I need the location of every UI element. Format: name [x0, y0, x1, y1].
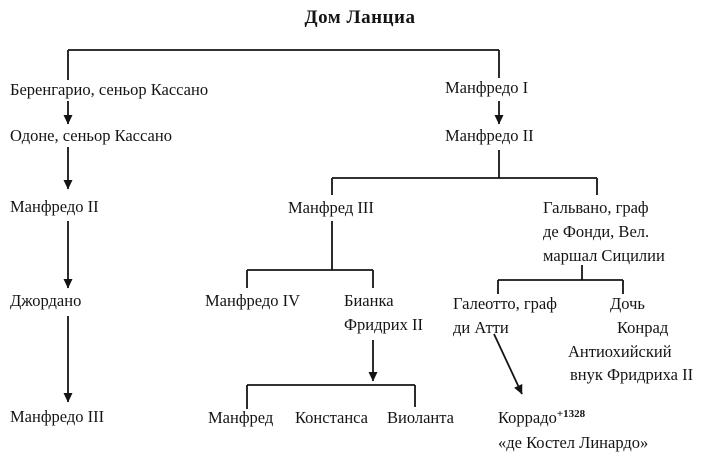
node-manfredo-iv: Манфредо IV [205, 291, 301, 310]
node-doch-line4: внук Фридриха II [570, 365, 694, 384]
node-galvano-line1: Гальвано, граф [543, 198, 649, 217]
node-galeotto-line2: ди Атти [453, 318, 509, 337]
node-galvano-line3: маршал Сицилии [543, 246, 665, 265]
node-doch-line1: Дочь [610, 294, 645, 313]
node-manfredo-iii-left: Манфредо III [10, 407, 105, 426]
node-giordano: Джордано [10, 291, 82, 310]
node-galvano-line2: де Фонди, Вел. [543, 222, 650, 241]
diagram-title: Дом Ланциа [304, 7, 416, 28]
node-bianca: Бианка [344, 291, 394, 310]
node-konstansa: Констанса [295, 408, 369, 427]
node-manfredo-ii-right: Манфредо II [445, 126, 534, 145]
node-galeotto-line1: Галеотто, граф [453, 294, 557, 313]
korrado-death-date: +1328 [556, 408, 586, 420]
node-fridrih-ii: Фридрих II [344, 315, 423, 334]
arrow-galeotto-korrado [493, 333, 523, 395]
node-berengario: Беренгарио, сеньор Кассано [10, 80, 209, 99]
node-manfred: Манфред [208, 408, 274, 427]
node-violanta: Виоланта [387, 408, 454, 427]
node-odone: Одоне, сеньор Кассано [10, 126, 172, 145]
node-doch-line2: Конрад [617, 318, 669, 337]
node-doch-line3: Антиохийский [568, 342, 672, 361]
node-manfredo-i: Манфредо I [445, 78, 529, 97]
node-manfredo-ii-left: Манфредо II [10, 197, 99, 216]
node-manfred-iii: Манфред III [288, 198, 374, 217]
korrado-name: Коррадо [498, 408, 557, 427]
node-korrado: Коррадо+1328 [498, 408, 586, 427]
node-korrado-line2: «де Костел Линардо» [498, 433, 649, 452]
